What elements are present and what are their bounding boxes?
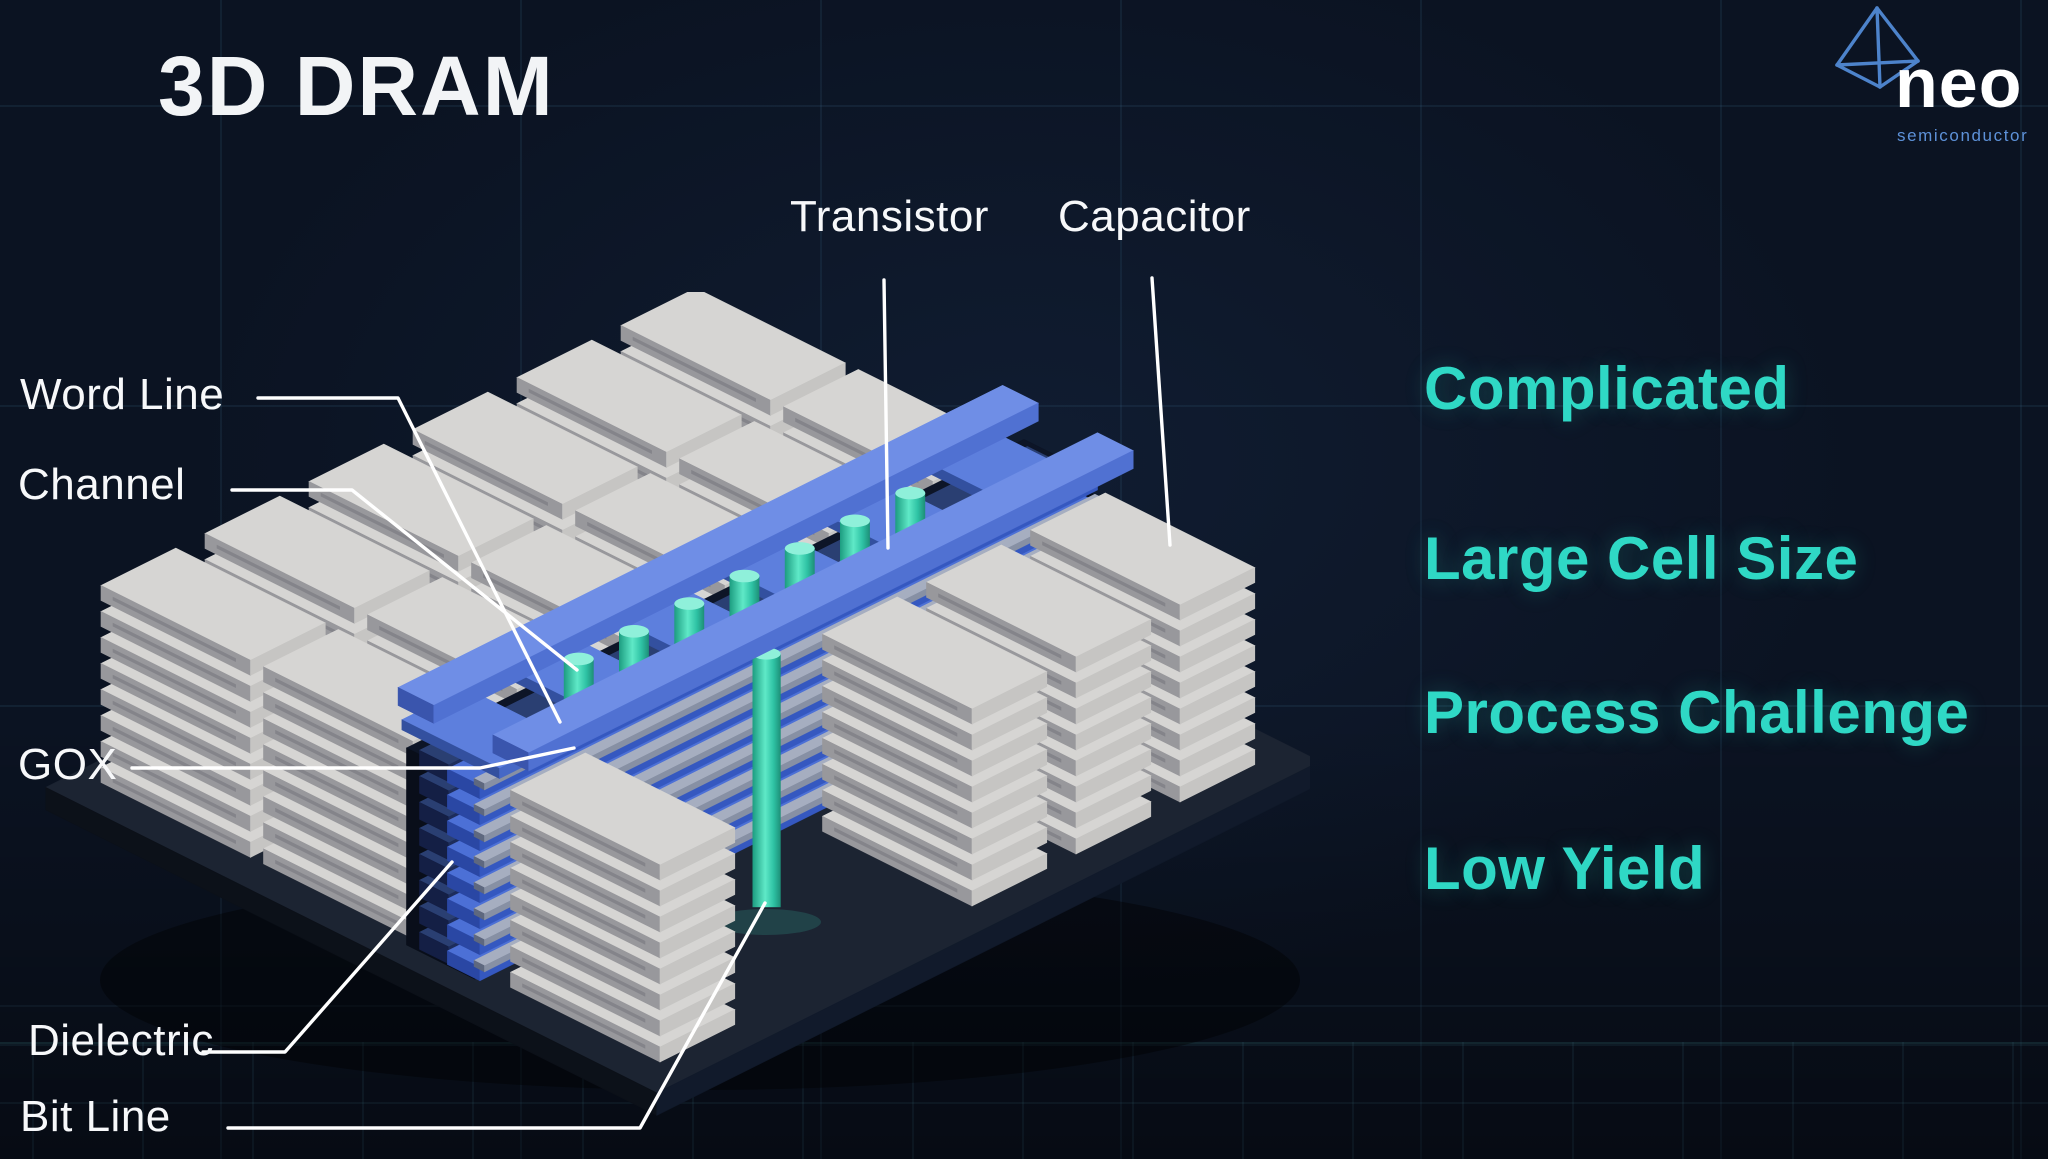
callout-word-line: Word Line [20, 370, 225, 419]
callout-gox: GOX [18, 740, 118, 789]
page-title: 3D DRAM [158, 39, 555, 133]
issue-item: Process Challenge [1424, 679, 1970, 746]
callout-transistor: Transistor [790, 192, 989, 241]
callout-bit-line: Bit Line [20, 1092, 171, 1141]
issue-item: Low Yield [1424, 835, 1706, 902]
issue-item: Large Cell Size [1424, 525, 1859, 592]
callout-dielectric: Dielectric [28, 1016, 214, 1065]
logo-tagline-text: semiconductor [1897, 126, 2029, 145]
issue-item: Complicated [1424, 355, 1790, 422]
tetrahedron-logo-icon [1835, 6, 1920, 89]
callout-channel: Channel [18, 460, 186, 509]
logo: neo semiconductor [1822, 2, 2042, 152]
logo-brand-text: neo [1895, 44, 2023, 122]
callout-capacitor: Capacitor [1058, 192, 1251, 241]
